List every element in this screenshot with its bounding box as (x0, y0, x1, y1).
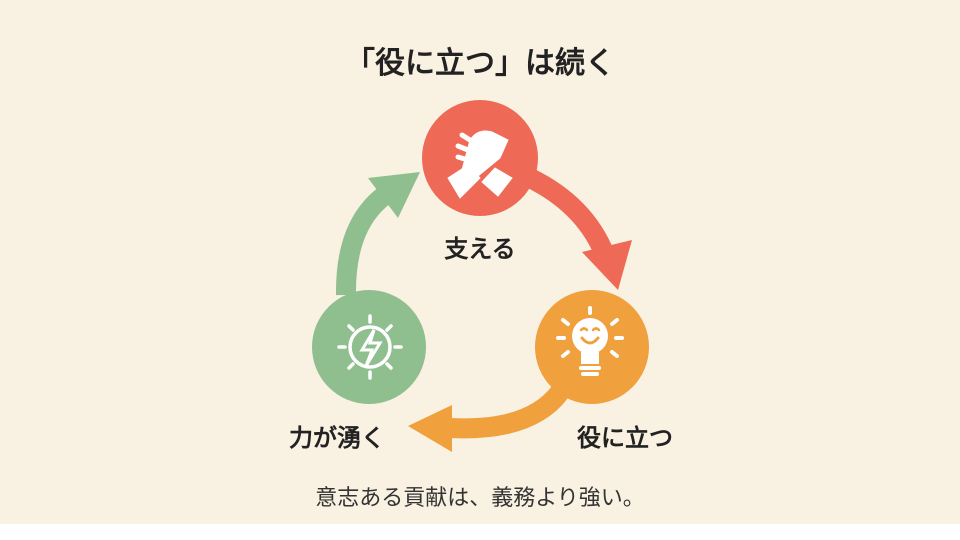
arrow-useful-to-energy (408, 385, 568, 452)
node-support (422, 100, 538, 216)
diagram-canvas: 「役に立つ」は続く (0, 0, 960, 524)
lightbulb-smile-icon (556, 306, 624, 376)
node-label-support: 支える (444, 235, 516, 263)
arrow-energy-to-support (335, 172, 420, 296)
energy-bolt-icon (337, 314, 403, 380)
node-useful (535, 290, 649, 404)
cycle-graphic (312, 100, 649, 452)
node-label-energy: 力が湧く (289, 424, 385, 452)
node-label-useful: 役に立つ (577, 424, 673, 452)
diagram-subtitle: 意志ある貢献は、義務より強い。 (315, 486, 645, 511)
handshake-icon (447, 130, 513, 199)
diagram-title: 「役に立つ」は続く (345, 46, 615, 81)
node-energy (312, 290, 426, 404)
arrow-support-to-useful (525, 169, 632, 290)
